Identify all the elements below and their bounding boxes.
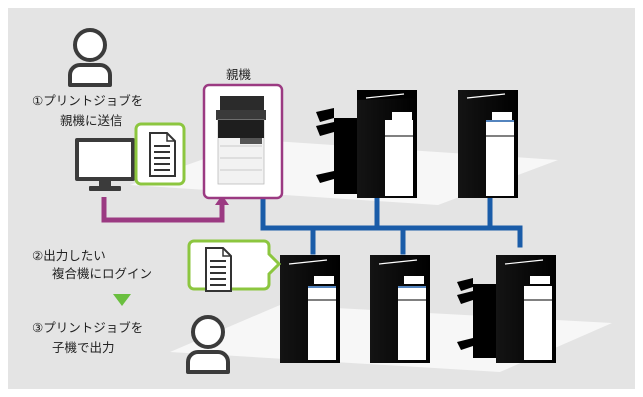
pc-monitor-icon — [75, 138, 135, 191]
lower-mfp-left — [280, 255, 340, 363]
step1-text-line1: ①プリントジョブを — [32, 93, 144, 108]
parent-machine — [216, 96, 266, 185]
step3-text-line1: ③プリントジョブを — [32, 320, 144, 335]
send-path — [101, 195, 229, 223]
step3-text-line2: 子機で出力 — [52, 340, 115, 355]
step1-text-line2: 親機に送信 — [60, 113, 123, 128]
upper-mfp-right — [458, 90, 518, 198]
document-icon-upper — [134, 122, 186, 186]
lower-mfp-finisher — [457, 255, 556, 363]
upper-mfp-finisher — [316, 90, 417, 198]
lower-mfp-middle — [370, 255, 430, 363]
step2-text-line1: ②出力したい — [32, 248, 106, 263]
parent-machine-label: 親機 — [226, 67, 252, 82]
document-icon-lower — [187, 239, 282, 292]
person-icon-lower — [186, 315, 230, 374]
person-icon-upper — [68, 28, 112, 87]
step-arrow-icon — [113, 294, 131, 306]
step2-text-line2: 複合機にログイン — [52, 266, 153, 281]
